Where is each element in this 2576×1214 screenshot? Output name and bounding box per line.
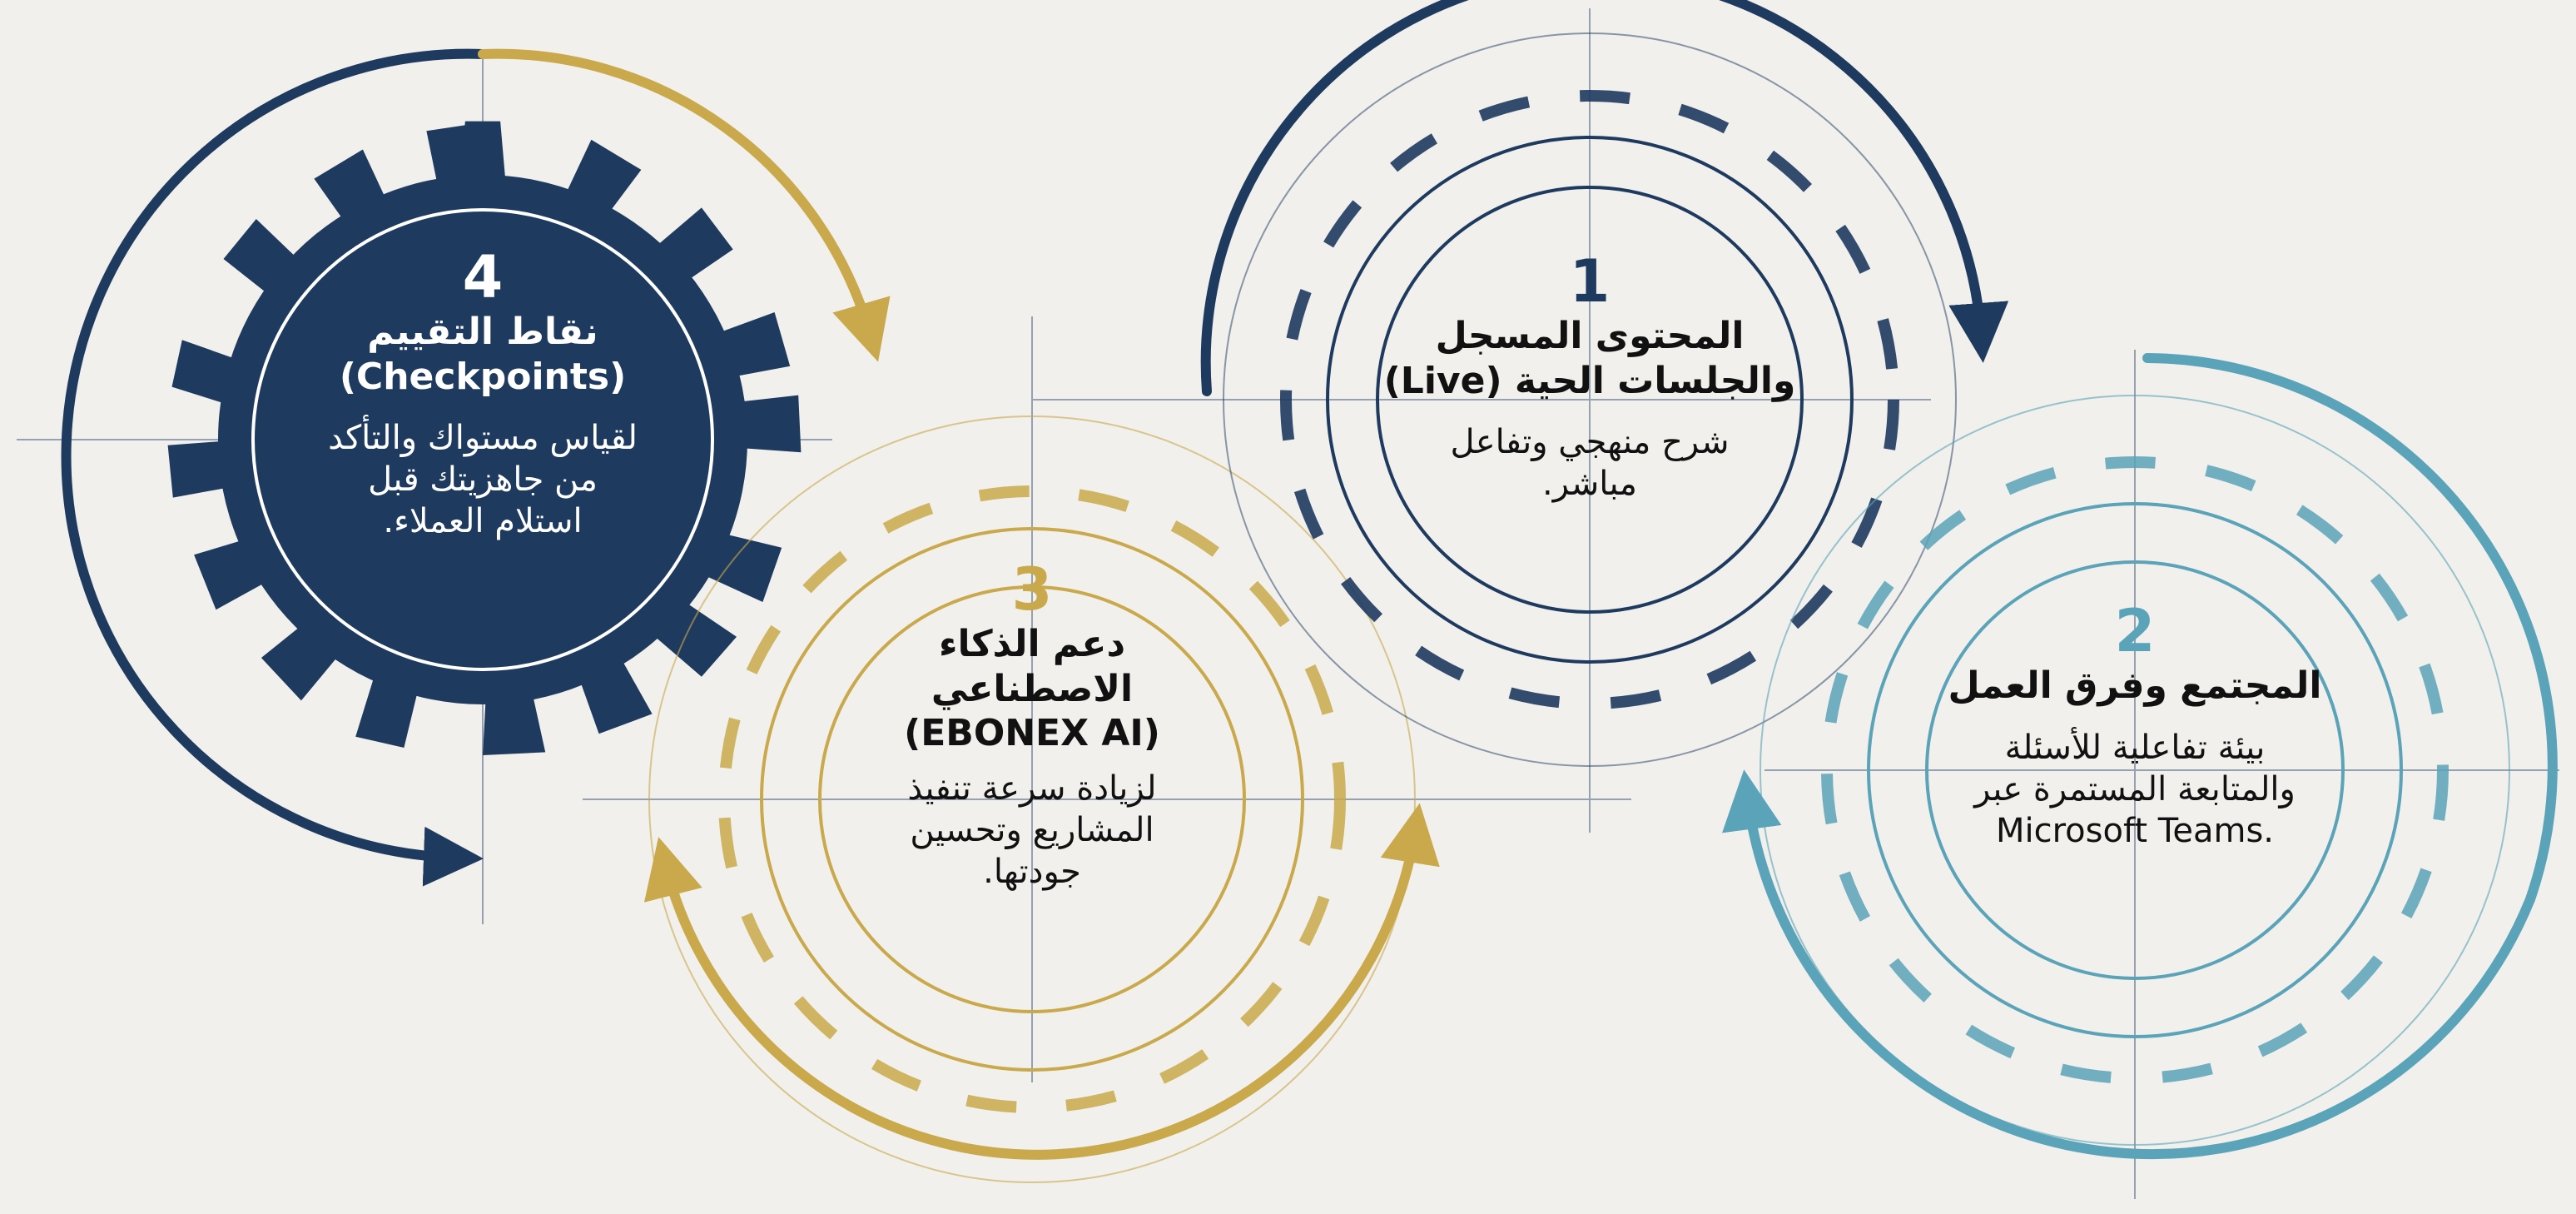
gear-4-text: 4 نقاط التقييم (Checkpoints) لقياس مستوا… xyxy=(266,246,699,542)
gear-4-desc-line1: لقياس مستواك والتأكد xyxy=(328,419,638,458)
arrow-gear-1 xyxy=(1200,0,2009,396)
gear-3-desc-line1: لزيادة سرعة تنفيذ xyxy=(907,769,1157,809)
gear-1-title-line2: والجلسات الحية (Live) xyxy=(1383,359,1796,402)
gear-1-desc-line2: مباشر. xyxy=(1542,465,1637,504)
gear-4 xyxy=(167,121,802,756)
gear-3-number: 3 xyxy=(1011,555,1053,624)
cycle-arrows xyxy=(61,0,2558,1160)
gear-1-title-line1: المحتوى المسجل xyxy=(1435,315,1745,357)
gear-2 xyxy=(1760,395,2510,1146)
gear-3-title-line3: (EBONEX AI) xyxy=(904,712,1160,755)
gear-3-desc-line2: المشاريع وتحسين xyxy=(910,811,1154,850)
gear-4-title-line2: (Checkpoints) xyxy=(339,355,627,398)
arrow-gear-4-gold xyxy=(478,48,891,362)
gear-1-desc-line1: شرح منهجي وتفاعل xyxy=(1450,423,1730,462)
gear-1-text: 1 المحتوى المسجل والجلسات الحية (Live) ش… xyxy=(1382,250,1798,505)
arrow-gear-2-top xyxy=(2142,353,2558,904)
gear-2-desc-line1: بيئة تفاعلية للأسئلة xyxy=(2004,728,2266,767)
gear-3-title-line2: الاصطناعي xyxy=(931,667,1134,710)
gear-2-desc-line2: والمتابعة المستمرة عبر xyxy=(1974,769,2296,809)
gear-2-title-line1: المجتمع وفرق العمل xyxy=(1948,664,2322,707)
gear-3 xyxy=(648,415,1416,1183)
gear-4-desc-line2: من جاهزيتك قبل xyxy=(368,460,598,500)
gear-1-number: 1 xyxy=(1569,247,1611,316)
gear-4-title-line1: نقاط التقييم xyxy=(367,311,598,353)
gear-2-number: 2 xyxy=(2114,597,2156,665)
gear-4-number: 4 xyxy=(462,243,504,311)
gear-2-desc-line3: Microsoft Teams. xyxy=(1995,811,2275,850)
gear-3-text: 3 دعم الذكاء الاصطناعي (EBONEX AI) لزياد… xyxy=(832,558,1232,893)
gear-2-text: 2 المجتمع وفرق العمل بيئة تفاعلية للأسئل… xyxy=(1906,600,2364,852)
gear-3-title-line1: دعم الذكاء xyxy=(938,623,1126,665)
arrow-gear-4-outer xyxy=(61,48,488,887)
arrow-gear-2-bottom xyxy=(1722,769,2535,1160)
gear-1 xyxy=(1223,32,1957,767)
arrow-gear-3 xyxy=(644,803,1440,1160)
gear-4-desc-line3: استلام العملاء. xyxy=(383,502,583,541)
gear-3-desc-line3: جودتها. xyxy=(983,853,1081,892)
